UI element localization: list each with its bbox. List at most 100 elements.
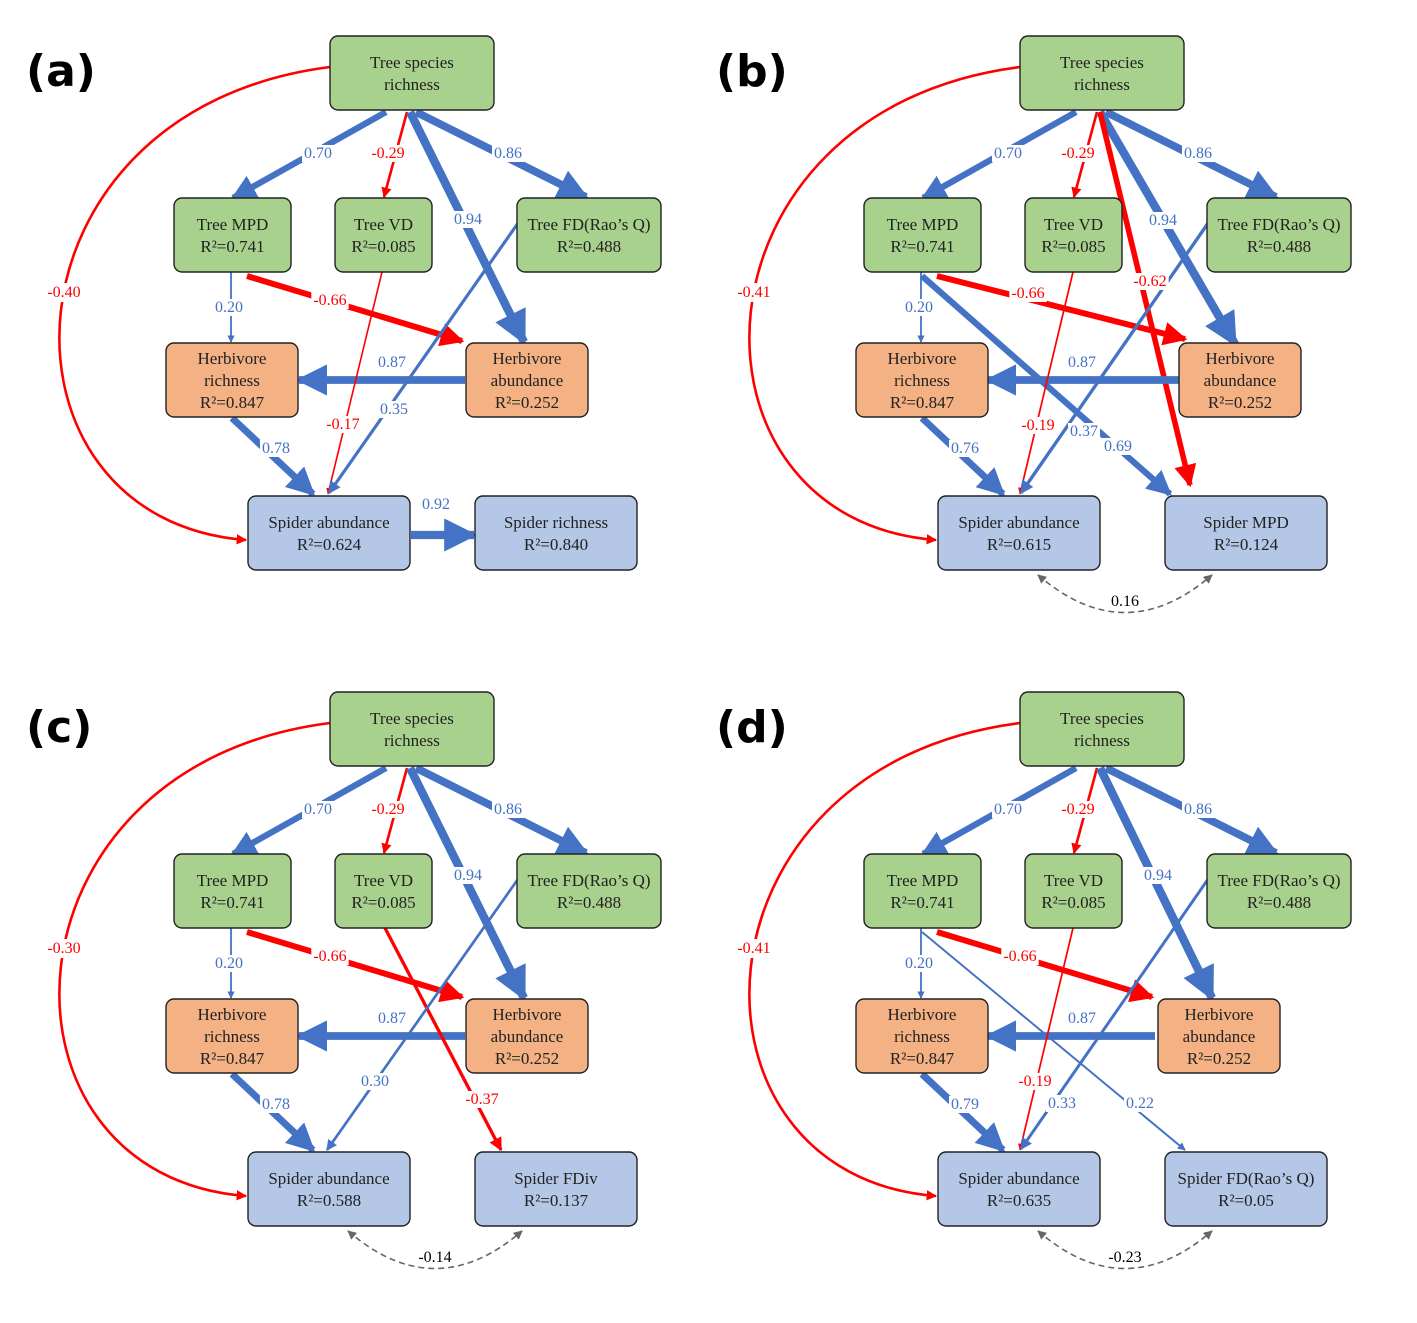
path-coefficient-label: 0.22 [1126,1095,1154,1112]
node-box [937,1151,1101,1227]
path-arrow-tfd-to-sa [1019,215,1215,495]
node-tfd: Tree FD(Rao’s Q)R²=0.488 [516,197,662,273]
node-label-line: R²=0.847 [890,393,955,412]
path-arrow-tmpd-to-s2 [921,931,1186,1151]
label-background [1068,423,1100,440]
label-background [1059,145,1097,162]
node-label-line: richness [1074,731,1130,750]
covariance-arc: -0.23 [1037,1230,1213,1270]
path-coefficient-label: -0.66 [1003,948,1036,965]
node-label-line: Spider abundance [268,513,389,532]
node-label-line: Tree MPD [887,215,959,234]
label-background [463,1091,501,1108]
node-label-line: Tree FD(Rao’s Q) [1217,215,1340,234]
label-background [45,939,83,958]
label-background [1182,145,1214,162]
label-background [1182,801,1214,818]
path-coefficient-label: -0.66 [313,292,346,309]
node-label-line: Spider richness [504,513,608,532]
node-label-line: richness [204,1027,260,1046]
covariance-label: -0.14 [418,1249,451,1266]
node-label-line: Spider abundance [268,1169,389,1188]
node-label-line: Herbivore [1206,349,1275,368]
path-coefficient-label: -0.62 [1133,273,1166,290]
path-coefficient-label: 0.30 [361,1073,389,1090]
node-label-line: Herbivore [1185,1005,1254,1024]
path-coefficient-label: 0.76 [951,440,979,457]
node-box [1206,853,1352,929]
node-label-line: R²=0.05 [1218,1191,1274,1210]
label-background [369,801,407,818]
node-label-line: Herbivore [198,349,267,368]
path-coefficient-label: 0.35 [380,401,408,418]
label-background [949,1096,981,1113]
path-arrow-tsr-to-sa [58,65,331,545]
path-coefficient-label: -0.41 [737,284,770,301]
node-box [247,1151,411,1227]
path-labels: 0.70-0.290.940.86-0.620.20-0.660.690.87-… [903,145,1214,457]
node-box [165,998,299,1074]
node-tsr: Tree species richness [1019,35,1185,111]
node-tfd: Tree FD(Rao’s Q)R²=0.488 [516,853,662,929]
node-box [465,342,589,418]
node-box [334,197,433,273]
path-coefficient-label: 0.20 [215,299,243,316]
covariance-label: 0.16 [1111,593,1139,610]
path-coefficient-label: 0.79 [951,1096,979,1113]
node-label-line: abundance [491,371,564,390]
node-label-line: Tree species [1060,53,1144,72]
path-coefficient-label: 0.94 [454,211,482,228]
node-box [1206,197,1352,273]
node-box [1164,495,1328,571]
node-label-line: Spider abundance [958,513,1079,532]
node-box [173,853,292,929]
path-coefficient-label: 0.33 [1048,1095,1076,1112]
node-box [334,853,433,929]
label-background [324,416,362,433]
node-box [474,495,638,571]
label-background [1066,354,1098,371]
path-coefficient-label: 0.94 [1144,867,1172,884]
label-background [1131,273,1169,290]
path-arrow-tmpd-to-ha [936,929,1155,1003]
node-label-line: R²=0.847 [890,1049,955,1068]
node-label-line: Spider abundance [958,1169,1079,1188]
node-label-line: R²=0.085 [1041,237,1105,256]
path-coefficient-label: 0.86 [1184,145,1212,162]
path-coefficient-label: -0.29 [1061,801,1094,818]
label-background [903,299,935,316]
label-background [1066,1010,1098,1027]
node-label-line: richness [384,731,440,750]
node-label-line: Spider FDiv [514,1169,598,1188]
node-label-line: richness [1074,75,1130,94]
label-background [735,283,773,302]
panel-label: (a) [26,46,96,97]
path-coefficient-label: -0.30 [47,940,80,957]
node-label-line: R²=0.741 [890,893,954,912]
panel-label: (c) [26,702,92,753]
node-label-line: Tree species [370,709,454,728]
node-label-line: R²=0.252 [495,393,559,412]
path-labels: 0.70-0.290.940.860.20-0.660.87-0.370.300… [213,801,524,1113]
node-label-line: Tree MPD [197,215,269,234]
path-coefficient-label: -0.19 [1018,1073,1051,1090]
path-coefficient-label: -0.19 [1021,417,1054,434]
node-box [465,998,589,1074]
node-box [516,197,662,273]
node-label-line: Herbivore [888,349,957,368]
node-label-line: R²=0.588 [297,1191,361,1210]
label-background [903,955,935,972]
node-label-line: R²=0.840 [524,535,588,554]
label-background [1124,1095,1156,1112]
node-box [863,197,982,273]
path-coefficient-label: -0.66 [313,948,346,965]
node-label-line: Herbivore [493,1005,562,1024]
